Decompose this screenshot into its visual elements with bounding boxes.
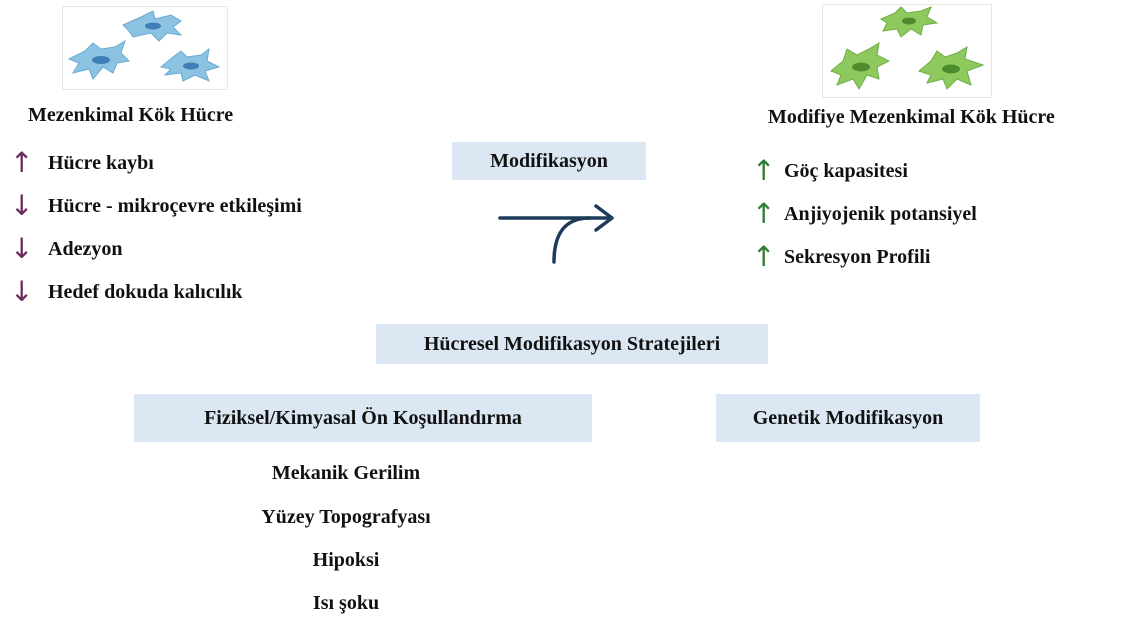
- arrow-up-icon: ↑: [10, 146, 34, 179]
- physical-chemical-preconditioning-box: Fiziksel/Kimyasal Ön Koşullandırma: [134, 394, 592, 442]
- green-cells-illustration: [830, 6, 985, 90]
- list-item: Yüzey Topografyası: [261, 506, 431, 528]
- list-item-text: Adezyon: [48, 237, 123, 260]
- list-item: ↓ Hedef dokuda kalıcılık: [10, 277, 243, 307]
- arrow-down-icon: ↓: [10, 275, 34, 308]
- msc-title: Mezenkimal Kök Hücre: [28, 104, 234, 126]
- arrow-up-icon: ↑: [752, 154, 776, 187]
- strategies-label-box: Hücresel Modifikasyon Stratejileri: [376, 324, 768, 364]
- list-item: ↓ Adezyon: [10, 234, 122, 264]
- green-cell-top: [879, 6, 939, 38]
- list-item: Hipoksi: [312, 549, 380, 571]
- modification-label-box: Modifikasyon: [452, 142, 646, 180]
- genetic-modification-box: Genetik Modifikasyon: [716, 394, 980, 442]
- modified-msc-cells-image: [822, 4, 992, 98]
- modified-msc-title: Modifiye Mezenkimal Kök Hücre: [768, 106, 1055, 128]
- list-item: Mekanik Gerilim: [271, 462, 421, 484]
- list-item-text: Hedef dokuda kalıcılık: [48, 280, 243, 303]
- curved-arrow-icon: [498, 204, 614, 264]
- arrow-down-icon: ↓: [10, 232, 34, 265]
- green-cell-right: [917, 46, 985, 90]
- list-item-text: Anjiyojenik potansiyel: [784, 202, 977, 225]
- green-cell-left: [830, 42, 891, 90]
- arrow-up-icon: ↑: [752, 240, 776, 273]
- list-item: ↑ Sekresyon Profili: [752, 242, 930, 272]
- list-item: ↑ Hücre kaybı: [10, 148, 154, 178]
- arrow-down-icon: ↓: [10, 189, 34, 222]
- list-item: ↓ Hücre - mikroçevre etkileşimi: [10, 191, 302, 221]
- list-item-text: Hücre kaybı: [48, 151, 154, 174]
- list-item: ↑ Göç kapasitesi: [752, 156, 908, 186]
- blue-cell-left: [67, 39, 131, 80]
- list-item: ↑ Anjiyojenik potansiyel: [752, 199, 977, 229]
- list-item-text: Göç kapasitesi: [784, 159, 908, 182]
- list-item: Isı şoku: [312, 592, 380, 614]
- blue-cell-top: [122, 10, 183, 42]
- blue-cell-right: [159, 47, 221, 82]
- blue-cells-illustration: [67, 10, 221, 82]
- arrow-up-icon: ↑: [752, 197, 776, 230]
- msc-cells-image: [62, 6, 228, 90]
- list-item-text: Hücre - mikroçevre etkileşimi: [48, 194, 302, 217]
- list-item-text: Sekresyon Profili: [784, 245, 931, 268]
